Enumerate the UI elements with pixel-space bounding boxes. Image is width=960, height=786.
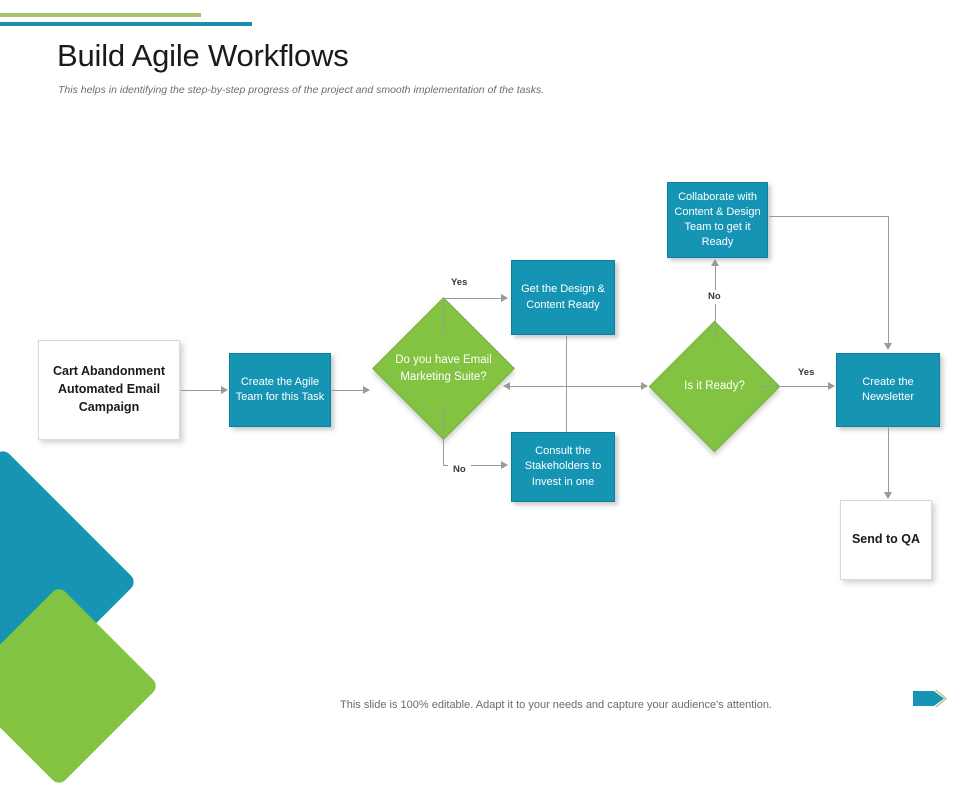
flow-node-collaborate-design-team[interactable]: Collaborate with Content & Design Team t…: [667, 182, 768, 258]
flow-node-consult-stakeholders[interactable]: Consult the Stakeholders to Invest in on…: [511, 432, 615, 502]
connector-merge-back-to-decision1: [508, 386, 566, 387]
flow-node-get-design-content-ready-label: Get the Design & Content Ready: [521, 283, 605, 311]
flow-node-create-agile-team-label: Create the Agile Team for this Task: [235, 375, 325, 403]
page-title: Build Agile Workflows: [57, 38, 349, 73]
connector-newsletter-to-qa: [888, 428, 889, 492]
connector-decision1-no-vertical: [443, 408, 444, 465]
flow-node-decision-email-suite-label: Do you have Email Marketing Suite?: [395, 354, 492, 383]
connector-merge-to-decision2: [566, 386, 646, 387]
connector-decision2-yes-horizontal: [760, 386, 828, 387]
flow-node-get-design-content-ready[interactable]: Get the Design & Content Ready: [511, 260, 615, 335]
connector-start-to-create-team: [181, 390, 221, 391]
top-rule-teal: [0, 22, 252, 26]
top-rule-green: [0, 13, 201, 17]
connector-collaborate-down: [888, 216, 889, 343]
flow-node-decision-email-suite[interactable]: Do you have Email Marketing Suite?: [372, 297, 515, 440]
page-subtitle: This helps in identifying the step-by-st…: [58, 84, 545, 96]
connector-decision1-no-horizontal: [443, 465, 501, 466]
flow-node-send-to-qa-label: Send to QA: [851, 532, 921, 547]
connector-newsletter-to-qa-arrow: [884, 492, 892, 499]
flow-node-consult-stakeholders-label: Consult the Stakeholders to Invest in on…: [524, 445, 602, 488]
connector-merge-to-decision2-arrow: [641, 382, 648, 390]
flow-node-decision-is-it-ready-label: Is it Ready?: [684, 380, 745, 393]
edge-label-decision2-no: No: [703, 290, 726, 304]
connector-create-team-to-decision1-arrow: [363, 386, 370, 394]
footer-note: This slide is 100% editable. Adapt it to…: [340, 699, 772, 711]
connector-decision1-yes-arrow: [501, 294, 508, 302]
flow-node-cart-abandonment-label: Cart Abandonment Automated Email Campaig…: [52, 364, 166, 414]
edge-label-decision1-yes: Yes: [446, 276, 473, 290]
connector-create-team-to-decision1: [332, 390, 363, 391]
connector-decision2-no-arrow: [711, 259, 719, 266]
connector-merge-back-to-decision1-arrow: [503, 382, 510, 390]
connector-collaborate-down-arrow: [884, 343, 892, 350]
connector-consult-up: [566, 386, 567, 432]
connector-decision1-yes-vertical: [443, 298, 444, 332]
connector-decision2-yes-arrow: [828, 382, 835, 390]
connector-get-design-down: [566, 336, 567, 386]
flow-node-create-newsletter-label: Create the Newsletter: [862, 375, 914, 403]
arrow-right-icon[interactable]: [912, 688, 956, 709]
flow-node-collaborate-design-team-label: Collaborate with Content & Design Team t…: [674, 190, 761, 249]
flow-node-cart-abandonment[interactable]: Cart Abandonment Automated Email Campaig…: [38, 340, 180, 440]
flow-node-decision-is-it-ready[interactable]: Is it Ready?: [648, 320, 781, 453]
flow-node-create-agile-team[interactable]: Create the Agile Team for this Task: [229, 353, 331, 427]
connector-collaborate-right: [769, 216, 888, 217]
connector-decision1-yes-horizontal: [443, 298, 501, 299]
edge-label-decision1-no: No: [448, 463, 471, 477]
connector-decision1-no-arrow: [501, 461, 508, 469]
connector-start-to-create-team-arrow: [221, 386, 228, 394]
flow-node-create-newsletter[interactable]: Create the Newsletter: [836, 353, 940, 427]
flow-node-send-to-qa[interactable]: Send to QA: [840, 500, 932, 580]
edge-label-decision2-yes: Yes: [793, 366, 820, 380]
